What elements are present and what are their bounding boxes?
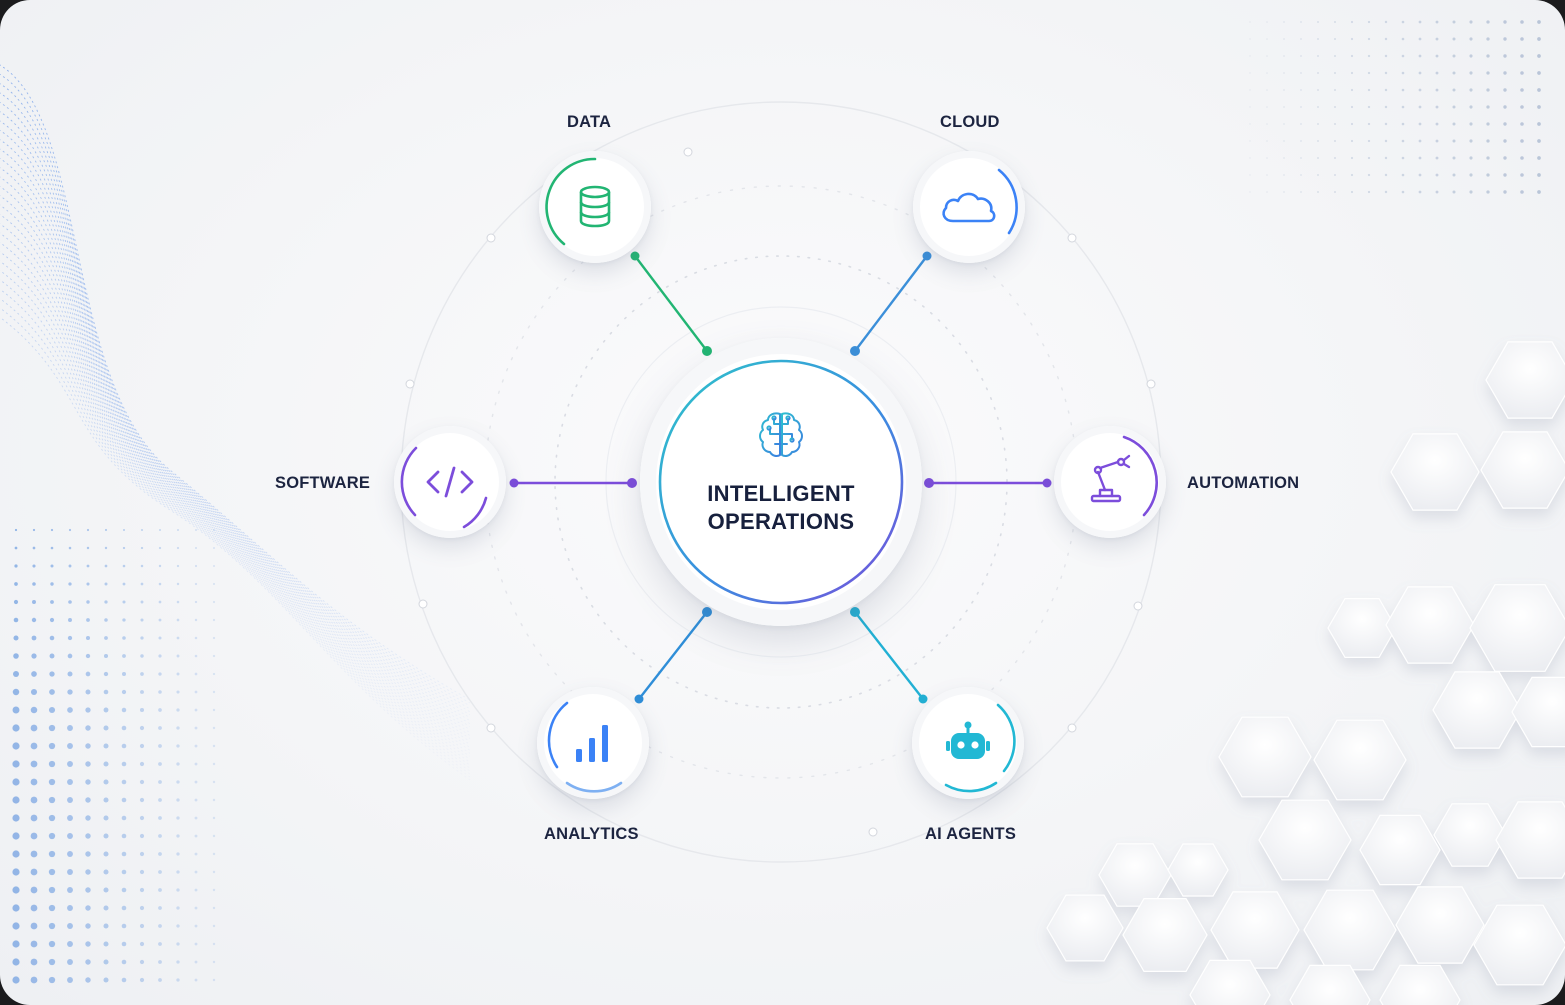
dot-grid-left-decoration: [12, 528, 216, 984]
label-analytics: ANALYTICS: [544, 825, 639, 843]
label-cloud: CLOUD: [940, 113, 1000, 131]
center-ring: [658, 359, 904, 605]
center-title: INTELLIGENT OPERATIONS: [640, 480, 922, 536]
connector-cloud: [850, 251, 932, 356]
label-automation: AUTOMATION: [1187, 474, 1300, 492]
center-title-line2: OPERATIONS: [707, 509, 855, 534]
node-data[interactable]: [539, 151, 651, 263]
connector-data: [630, 251, 712, 356]
node-analytics-ring: [547, 701, 623, 793]
connector-analytics: [634, 607, 712, 704]
code-icon: [426, 466, 474, 498]
label-ai-agents: AI AGENTS: [925, 825, 1017, 843]
node-software-ring: [400, 446, 488, 529]
database-icon: [579, 185, 611, 228]
node-ai-agents-ring: [944, 703, 1016, 793]
connector-software: [509, 478, 637, 488]
robot-arm-icon: [1090, 454, 1131, 503]
node-cloud[interactable]: [913, 151, 1025, 263]
connector-automation: [924, 478, 1052, 488]
bar-chart-icon: [576, 725, 608, 762]
node-cloud-ring: [942, 168, 1018, 235]
brain-icon: [759, 412, 803, 457]
node-data-ring: [545, 157, 611, 246]
label-data: DATA: [567, 113, 612, 131]
node-automation-ring: [1090, 435, 1158, 517]
node-software[interactable]: [394, 426, 506, 538]
connector-agents: [850, 607, 928, 704]
node-ai-agents[interactable]: [912, 687, 1024, 799]
robot-face-icon: [946, 721, 990, 759]
hexagon-cluster-decoration: [1046, 341, 1565, 1005]
cloud-icon: [942, 192, 996, 223]
wave-lines-decoration: [0, 64, 471, 781]
node-analytics[interactable]: [537, 687, 649, 799]
center-title-line1: INTELLIGENT: [707, 481, 855, 506]
dot-grid-right-decoration: [1249, 20, 1541, 194]
node-automation[interactable]: [1054, 426, 1166, 538]
label-software: SOFTWARE: [275, 474, 371, 492]
center-hub[interactable]: INTELLIGENT OPERATIONS: [640, 338, 922, 626]
